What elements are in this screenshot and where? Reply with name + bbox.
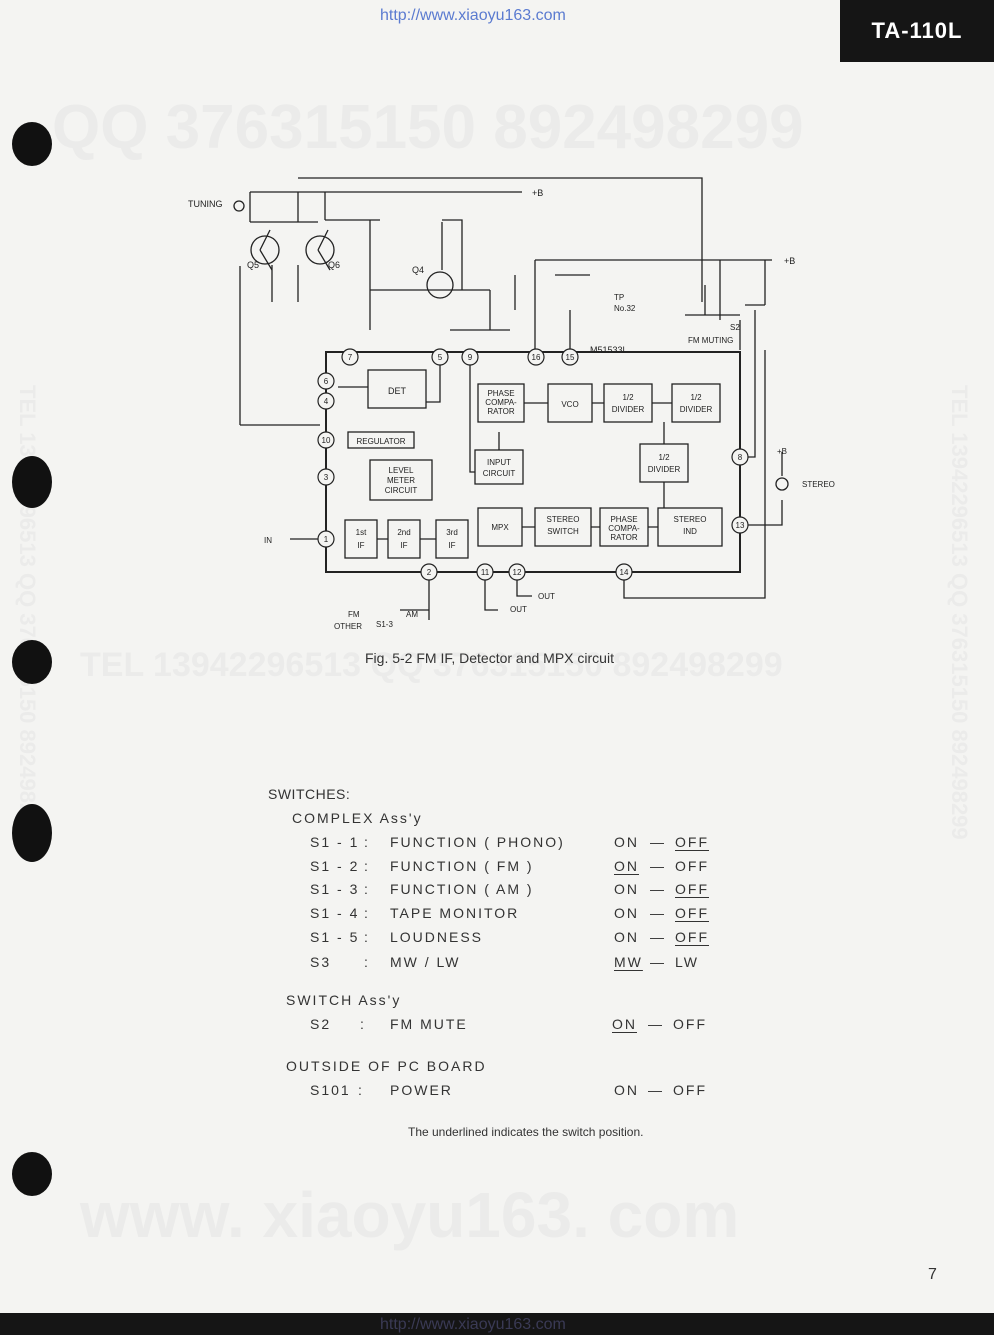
svg-text:IND: IND	[683, 527, 697, 536]
label-out-2: OUT	[538, 592, 555, 601]
binder-hole	[12, 804, 52, 862]
svg-text:IF: IF	[400, 541, 407, 550]
svg-text:INPUT: INPUT	[487, 458, 511, 467]
label-tp-no: No.32	[614, 304, 636, 313]
svg-text:16: 16	[532, 353, 541, 362]
label-other: OTHER	[334, 622, 362, 631]
svg-text:IF: IF	[357, 541, 364, 550]
svg-text:4: 4	[324, 397, 329, 406]
underline-note: The underlined indicates the switch posi…	[408, 1125, 644, 1139]
svg-text:CIRCUIT: CIRCUIT	[385, 486, 418, 495]
svg-text:METER: METER	[387, 476, 415, 485]
label-tuning: TUNING	[188, 199, 223, 209]
label-fm: FM	[348, 610, 360, 619]
svg-text:1/2: 1/2	[658, 453, 670, 462]
watermark-vertical-right: TEL 13942296513 QQ 376315150 892498299	[947, 385, 972, 840]
watermark-vertical-left: TEL 13942296513 QQ 376315150 892498299	[15, 385, 40, 840]
svg-text:VCO: VCO	[561, 400, 578, 409]
svg-text:6: 6	[324, 377, 329, 386]
label-plus-b-2: +B	[784, 256, 795, 266]
svg-text:DIVIDER: DIVIDER	[612, 405, 645, 414]
model-tag: TA-110L	[840, 0, 994, 62]
footer-bar	[0, 1313, 994, 1335]
svg-text:1: 1	[324, 535, 329, 544]
svg-text:8: 8	[738, 453, 743, 462]
label-s1-3: S1-3	[376, 620, 393, 629]
svg-text:1/2: 1/2	[622, 393, 634, 402]
svg-text:RATOR: RATOR	[610, 533, 637, 542]
svg-text:STEREO: STEREO	[674, 515, 707, 524]
label-out-1: OUT	[510, 605, 527, 614]
svg-text:12: 12	[513, 568, 522, 577]
svg-text:CIRCUIT: CIRCUIT	[483, 469, 516, 478]
svg-text:STEREO: STEREO	[547, 515, 580, 524]
label-fm-muting: FM MUTING	[688, 336, 733, 345]
binder-hole	[12, 456, 52, 508]
label-plus-b-3: +B	[777, 447, 787, 456]
svg-text:PHASE: PHASE	[610, 515, 637, 524]
svg-text:SWITCH: SWITCH	[547, 527, 579, 536]
footer-url: http://www.xiaoyu163.com	[380, 1316, 566, 1333]
page-number: 7	[928, 1266, 937, 1283]
svg-text:3: 3	[324, 473, 329, 482]
binder-hole	[12, 640, 52, 684]
svg-text:14: 14	[620, 568, 629, 577]
svg-text:LEVEL: LEVEL	[389, 466, 414, 475]
svg-text:1/2: 1/2	[690, 393, 702, 402]
label-s2: S2	[730, 323, 740, 332]
switch-assy-heading: SWITCH Ass'y	[286, 992, 402, 1008]
label-am: AM	[406, 610, 418, 619]
header-url: http://www.xiaoyu163.com	[380, 7, 566, 24]
label-plus-b: +B	[532, 188, 543, 198]
figure-caption: Fig. 5-2 FM IF, Detector and MPX circuit	[365, 650, 614, 666]
binder-hole	[12, 122, 52, 166]
svg-text:1st: 1st	[356, 528, 367, 537]
complex-heading: COMPLEX Ass'y	[292, 810, 423, 826]
watermark-qq: QQ 376315150 892498299	[52, 93, 804, 162]
outside-heading: OUTSIDE OF PC BOARD	[286, 1058, 487, 1074]
label-q4: Q4	[412, 265, 424, 275]
svg-text:IF: IF	[448, 541, 455, 550]
svg-text:2nd: 2nd	[397, 528, 410, 537]
svg-text:3rd: 3rd	[446, 528, 458, 537]
svg-text:PHASE: PHASE	[487, 389, 514, 398]
svg-text:RATOR: RATOR	[487, 407, 514, 416]
svg-text:7: 7	[348, 353, 353, 362]
svg-text:5: 5	[438, 353, 443, 362]
label-q5: Q5	[247, 260, 259, 270]
watermark-tel: TEL 13942296513 QQ 376315150 892498299	[80, 646, 783, 684]
watermark-site: www. xiaoyu163. com	[80, 1179, 740, 1251]
svg-text:15: 15	[566, 353, 575, 362]
svg-text:11: 11	[481, 568, 490, 577]
label-tp: TP	[614, 293, 624, 302]
binder-hole	[12, 1152, 52, 1196]
svg-text:9: 9	[468, 353, 473, 362]
svg-text:REGULATOR: REGULATOR	[356, 437, 405, 446]
svg-text:COMPA-: COMPA-	[608, 524, 640, 533]
svg-text:10: 10	[322, 436, 331, 445]
chip-label: M51533L	[590, 345, 628, 355]
svg-text:MPX: MPX	[491, 523, 509, 532]
svg-text:13: 13	[736, 521, 745, 530]
svg-text:DET: DET	[388, 386, 407, 396]
circuit-diagram: +B +B TUNING Q5 Q6 Q4 TP No.32 S2 FM MUT…	[188, 177, 835, 631]
label-q6: Q6	[328, 260, 340, 270]
label-stereo: STEREO	[802, 480, 835, 489]
svg-text:COMPA-: COMPA-	[485, 398, 517, 407]
svg-text:2: 2	[427, 568, 432, 577]
switches-title: SWITCHES:	[268, 786, 351, 802]
svg-text:DIVIDER: DIVIDER	[680, 405, 713, 414]
label-in: IN	[264, 536, 272, 545]
svg-text:DIVIDER: DIVIDER	[648, 465, 681, 474]
